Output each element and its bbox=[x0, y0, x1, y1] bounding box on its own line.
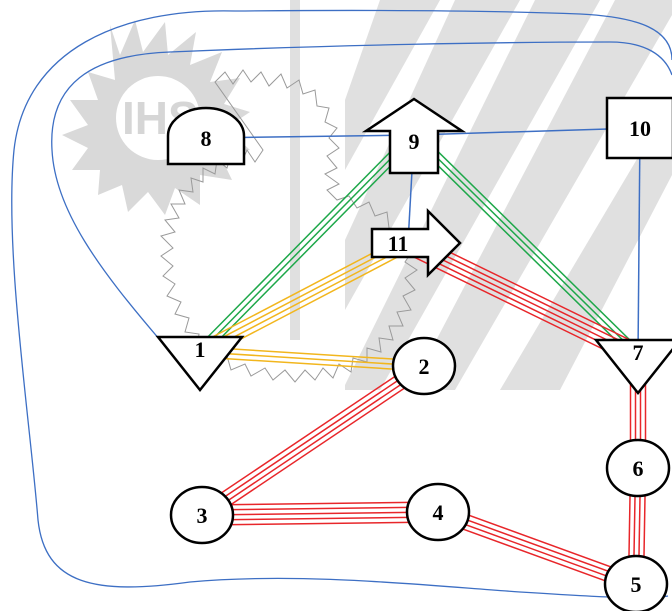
link-strand bbox=[440, 504, 639, 578]
link-2-3 bbox=[197, 359, 429, 522]
link-strand bbox=[201, 501, 438, 506]
node-11: 11 bbox=[370, 207, 462, 279]
node-circle bbox=[391, 336, 457, 396]
node-circle bbox=[603, 554, 669, 611]
link-strand bbox=[413, 127, 641, 136]
link-strand bbox=[409, 237, 641, 352]
node-label: 6 bbox=[633, 456, 644, 481]
node-5: 5 bbox=[603, 554, 669, 611]
node-label: 9 bbox=[409, 129, 420, 154]
link-strand bbox=[199, 134, 415, 353]
node-8: 8 bbox=[166, 106, 246, 166]
node-label: 4 bbox=[433, 500, 444, 525]
outer-boundary-top bbox=[234, 9, 672, 61]
node-rectangle bbox=[605, 96, 672, 160]
link-strand bbox=[436, 513, 636, 588]
link-strand bbox=[202, 367, 426, 518]
link-10-7 bbox=[637, 127, 641, 356]
link-9-10 bbox=[413, 127, 641, 136]
link-strand bbox=[637, 127, 641, 356]
link-strand bbox=[195, 130, 411, 350]
link-strand bbox=[200, 346, 425, 362]
node-circle bbox=[169, 485, 235, 545]
node-2: 2 bbox=[391, 336, 457, 396]
link-4-5 bbox=[435, 504, 639, 592]
node-label: 1 bbox=[195, 337, 206, 362]
node-triangle bbox=[155, 335, 245, 393]
links-layer bbox=[195, 127, 647, 592]
node-label: 7 bbox=[633, 340, 644, 365]
link-strand bbox=[438, 508, 638, 583]
link-strand bbox=[202, 516, 439, 521]
node-circle bbox=[605, 438, 671, 498]
node-7: 7 bbox=[593, 338, 672, 396]
link-strand bbox=[197, 359, 421, 510]
link-strand bbox=[407, 242, 639, 356]
node-arrow-up bbox=[361, 97, 467, 175]
link-strand bbox=[199, 351, 425, 367]
node-1: 1 bbox=[155, 335, 245, 393]
link-strand bbox=[203, 137, 419, 357]
link-strand bbox=[205, 371, 429, 522]
node-4: 4 bbox=[405, 482, 471, 542]
node-label: 10 bbox=[629, 116, 651, 141]
link-strand bbox=[403, 251, 634, 365]
node-triangle bbox=[593, 338, 672, 396]
outer-boundary bbox=[11, 10, 669, 599]
node-arrow-right bbox=[370, 207, 462, 279]
link-strand bbox=[196, 235, 405, 347]
node-9: 9 bbox=[361, 97, 467, 175]
node-10: 10 bbox=[605, 96, 672, 160]
link-strand bbox=[201, 506, 438, 511]
node-label: 5 bbox=[631, 572, 642, 597]
node-label: 11 bbox=[388, 231, 409, 256]
node-6: 6 bbox=[605, 438, 671, 498]
inner-boundary bbox=[51, 41, 672, 341]
link-strand bbox=[201, 511, 439, 516]
link-strand bbox=[416, 130, 643, 352]
link-strand bbox=[202, 521, 439, 526]
link-1-2 bbox=[199, 346, 425, 372]
link-strand bbox=[413, 134, 639, 356]
nodes-layer: 1 2 3 4 5 6 7 8 9 10 11 bbox=[155, 96, 672, 611]
node-label: 8 bbox=[201, 126, 212, 151]
link-strand bbox=[409, 138, 636, 360]
node-3: 3 bbox=[169, 485, 235, 545]
link-1-9 bbox=[195, 130, 419, 357]
link-9-7 bbox=[409, 130, 643, 360]
link-strand bbox=[435, 518, 634, 592]
node-label: 3 bbox=[197, 503, 208, 528]
node-circle bbox=[405, 482, 471, 542]
node-label: 2 bbox=[419, 354, 430, 379]
link-3-4 bbox=[201, 501, 439, 526]
link-strand bbox=[199, 356, 424, 372]
node-dome bbox=[166, 106, 246, 166]
link-strand bbox=[200, 363, 424, 514]
link-strand bbox=[198, 240, 408, 351]
